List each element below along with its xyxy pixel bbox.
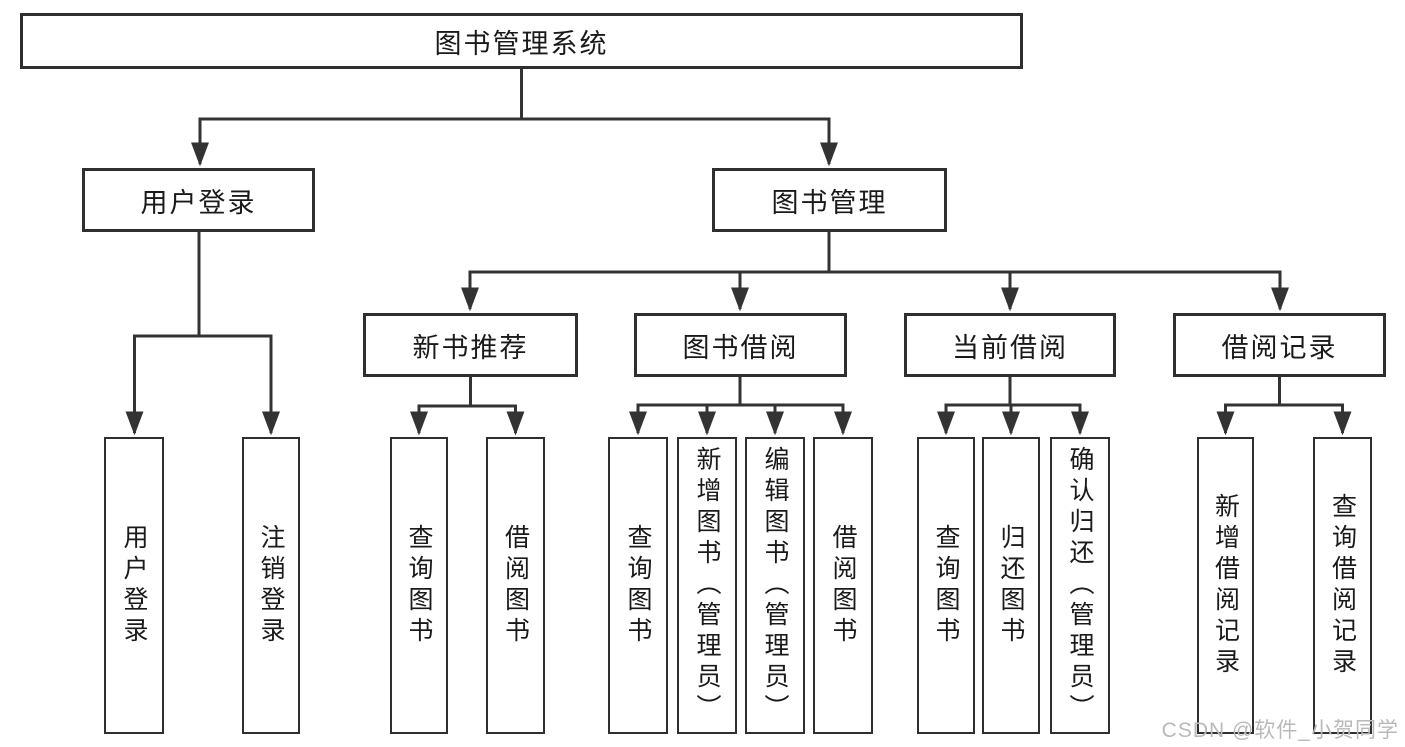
leaf-edit-book-admin: 编辑图书（管理员） [745,437,805,734]
leaf-query-book-current: 查询图书 [917,437,975,734]
node-root: 图书管理系统 [20,13,1023,69]
leaf-add-borrow-record-label: 新增借阅记录 [1211,492,1240,679]
node-new-book-recommend-label: 新书推荐 [412,332,529,363]
leaf-query-book-borrow: 查询图书 [608,437,668,734]
leaf-borrow-book-label: 借阅图书 [829,523,857,648]
csdn-watermark: CSDN @软件_小贺同学 [1161,719,1399,742]
node-current-borrow: 当前借阅 [904,313,1116,377]
leaf-borrow-book-recommend-label: 借阅图书 [501,523,530,648]
node-book-management-label: 图书管理 [771,187,888,218]
leaf-confirm-return-admin: 确认归还（管理员） [1050,437,1110,734]
node-book-management: 图书管理 [712,168,947,232]
leaf-edit-book-admin-label: 编辑图书（管理员） [761,446,789,725]
leaf-add-borrow-record: 新增借阅记录 [1197,437,1254,734]
leaf-add-book-admin-label: 新增图书（管理员） [693,446,721,725]
node-root-label: 图书管理系统 [434,28,609,59]
leaf-borrow-book: 借阅图书 [813,437,873,734]
node-borrow-record-label: 借阅记录 [1221,332,1338,363]
leaf-return-book: 归还图书 [982,437,1040,734]
leaf-query-borrow-record-label: 查询借阅记录 [1328,492,1357,679]
leaf-confirm-return-admin-label: 确认归还（管理员） [1066,446,1094,725]
leaf-add-book-admin: 新增图书（管理员） [677,437,737,734]
node-current-borrow-label: 当前借阅 [952,332,1068,363]
node-book-borrow: 图书借阅 [634,313,847,377]
leaf-query-book-recommend: 查询图书 [390,437,448,734]
leaf-query-book-recommend-label: 查询图书 [405,523,433,648]
leaf-user-login-label: 用户登录 [120,523,148,648]
node-new-book-recommend: 新书推荐 [363,313,578,377]
node-book-borrow-label: 图书借阅 [682,332,799,363]
node-user-login-label: 用户登录 [140,187,257,218]
leaf-query-book-borrow-label: 查询图书 [624,523,652,648]
leaf-query-book-current-label: 查询图书 [932,523,960,648]
leaf-borrow-book-recommend: 借阅图书 [486,437,545,734]
leaf-return-book-label: 归还图书 [997,523,1025,648]
leaf-logout-label: 注销登录 [257,523,285,648]
leaf-logout: 注销登录 [242,437,300,734]
node-user-login: 用户登录 [82,168,315,232]
leaf-query-borrow-record: 查询借阅记录 [1313,437,1372,734]
node-borrow-record: 借阅记录 [1173,313,1386,377]
leaf-user-login: 用户登录 [104,437,164,734]
